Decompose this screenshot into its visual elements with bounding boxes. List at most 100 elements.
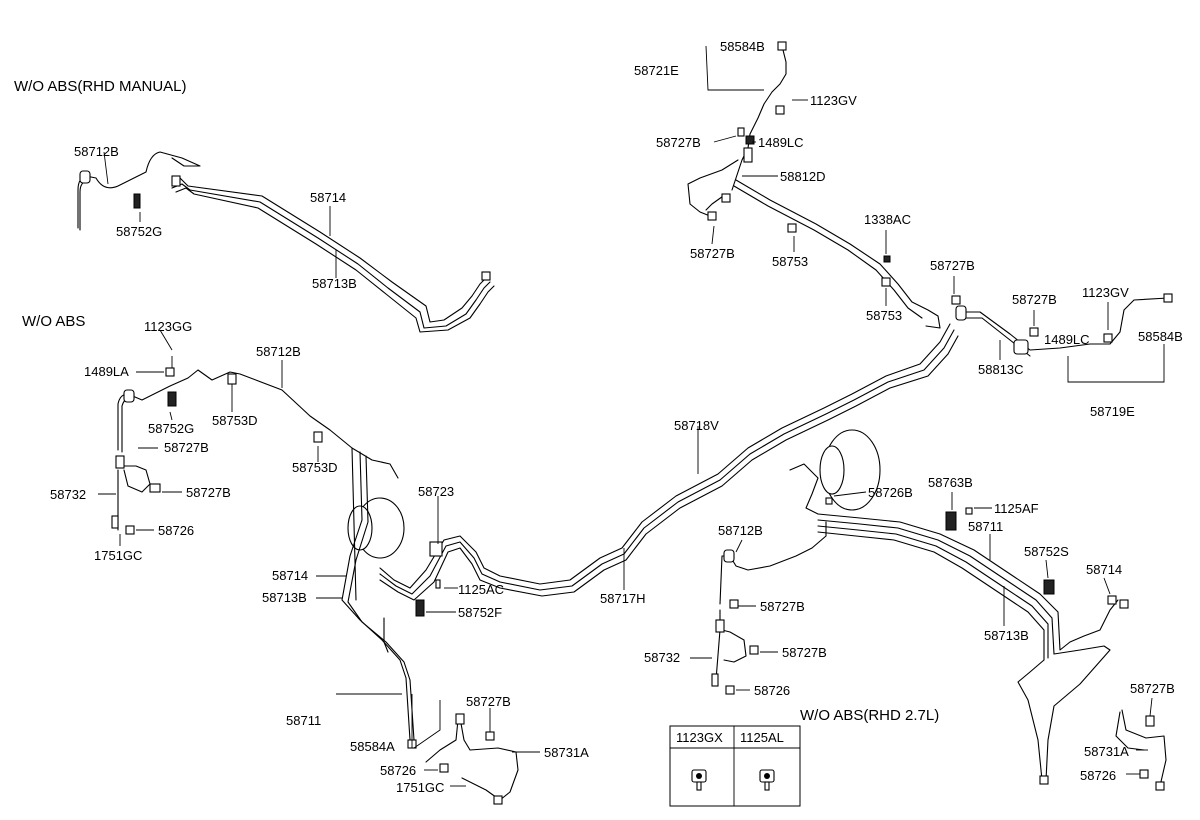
label-1123GG: 1123GG bbox=[144, 319, 192, 334]
clip-58727B bbox=[729, 599, 739, 609]
label-58752G: 58752G bbox=[116, 224, 162, 239]
label-1338AC: 1338AC bbox=[864, 212, 911, 227]
part-labels: 58712B 58752G 58714 58713B 1123GG 1489LA… bbox=[50, 39, 1183, 795]
label-58712B: 58712B bbox=[718, 523, 763, 538]
label-58718V: 58718V bbox=[674, 418, 719, 433]
label-58813C: 58813C bbox=[978, 362, 1024, 377]
label-1123GV: 1123GV bbox=[810, 93, 857, 108]
clip-58753 bbox=[881, 277, 891, 287]
clip-58727B bbox=[737, 127, 745, 137]
fitting bbox=[721, 193, 731, 203]
header-wo-abs: W/O ABS bbox=[22, 313, 85, 330]
bolt-58726 bbox=[439, 763, 449, 773]
label-1489LA: 1489LA bbox=[84, 364, 129, 379]
label-58763B: 58763B bbox=[928, 475, 973, 490]
clip bbox=[485, 731, 495, 741]
label-58584B: 58584B bbox=[720, 39, 765, 54]
label-58731A: 58731A bbox=[1084, 744, 1129, 759]
hose-end bbox=[711, 673, 719, 687]
bolt-58726 bbox=[725, 685, 735, 695]
hose-joint-58813C bbox=[1013, 339, 1029, 355]
bolt-58726 bbox=[125, 525, 135, 535]
label-58752F: 58752F bbox=[458, 605, 502, 620]
label-58727B: 58727B bbox=[186, 485, 231, 500]
label-58727B: 58727B bbox=[690, 246, 735, 261]
joint-58723 bbox=[429, 541, 443, 557]
label-1489LC: 1489LC bbox=[1044, 332, 1090, 347]
label-58726: 58726 bbox=[158, 523, 194, 538]
clip-58752G bbox=[167, 391, 177, 407]
label-58753D: 58753D bbox=[292, 460, 338, 475]
assembly-wo-abs bbox=[98, 323, 959, 805]
label-58723: 58723 bbox=[418, 484, 454, 499]
label-58712B: 58712B bbox=[256, 344, 301, 359]
hose-joint bbox=[955, 305, 967, 321]
fitting bbox=[743, 147, 753, 163]
label-58713B: 58713B bbox=[262, 590, 307, 605]
clip-58763B bbox=[945, 511, 957, 531]
nut-58584B bbox=[777, 41, 787, 51]
clip-58753D bbox=[313, 431, 323, 443]
assembly-rhd-manual bbox=[77, 151, 495, 333]
hose-end bbox=[115, 455, 125, 469]
bolt-icon-1123GX bbox=[691, 769, 707, 791]
label-1751GC: 1751GC bbox=[94, 548, 142, 563]
label-58721E: 58721E bbox=[634, 63, 679, 78]
label-58714: 58714 bbox=[272, 568, 308, 583]
clip-58726B bbox=[825, 497, 833, 505]
clip-58752G bbox=[133, 193, 141, 209]
table-header-1123GX: 1123GX bbox=[676, 730, 723, 745]
label-58713B: 58713B bbox=[312, 276, 357, 291]
hardware-table bbox=[669, 725, 801, 807]
clip-58752F bbox=[415, 599, 425, 617]
clip-58727B bbox=[1029, 327, 1039, 337]
clip-58727B bbox=[707, 211, 717, 221]
clip-58753D bbox=[227, 373, 237, 385]
hose-end bbox=[455, 713, 465, 725]
label-1489LC: 1489LC bbox=[758, 135, 804, 150]
bolt-1125AC bbox=[435, 579, 441, 589]
hose-end bbox=[715, 619, 725, 633]
label-58726B: 58726B bbox=[868, 485, 913, 500]
bolt-1489LA bbox=[165, 367, 175, 377]
clip bbox=[775, 105, 785, 115]
label-58714: 58714 bbox=[1086, 562, 1122, 577]
label-58713B: 58713B bbox=[984, 628, 1029, 643]
label-1751GC: 1751GC bbox=[396, 780, 444, 795]
bolt-icon-1125AL bbox=[759, 769, 775, 791]
label-58727B: 58727B bbox=[1130, 681, 1175, 696]
table-header-1125AL: 1125AL bbox=[740, 730, 784, 745]
hose-joint bbox=[79, 170, 91, 184]
label-58726: 58726 bbox=[380, 763, 416, 778]
label-58727B: 58727B bbox=[782, 645, 827, 660]
label-58753D: 58753D bbox=[212, 413, 258, 428]
assembly-front-right bbox=[687, 41, 1173, 383]
label-58727B: 58727B bbox=[930, 258, 975, 273]
label-58727B: 58727B bbox=[1012, 292, 1057, 307]
label-58726: 58726 bbox=[1080, 768, 1116, 783]
label-58584A: 58584A bbox=[350, 739, 395, 754]
bolt-1125AF bbox=[965, 507, 973, 515]
bolt-58726 bbox=[1139, 769, 1149, 779]
label-58731A: 58731A bbox=[544, 745, 589, 760]
header-rhd-27l: W/O ABS(RHD 2.7L) bbox=[800, 707, 939, 724]
hose-joint bbox=[723, 549, 735, 563]
label-58711: 58711 bbox=[968, 519, 1003, 534]
hose-joint bbox=[123, 389, 135, 403]
label-58753: 58753 bbox=[772, 254, 808, 269]
bolt-1338AC bbox=[883, 255, 891, 263]
clip-58727B bbox=[749, 645, 759, 655]
label-58812D: 58812D bbox=[780, 169, 826, 184]
label-58712B: 58712B bbox=[74, 144, 119, 159]
label-1125AC: 1125AC bbox=[458, 582, 504, 597]
fitting bbox=[171, 175, 181, 187]
label-58732: 58732 bbox=[50, 487, 86, 502]
header-rhd-manual: W/O ABS(RHD MANUAL) bbox=[14, 78, 187, 95]
clip-58727B bbox=[1145, 715, 1155, 727]
bolt-1489LC bbox=[745, 135, 755, 145]
label-58727B: 58727B bbox=[656, 135, 701, 150]
hose-end bbox=[111, 515, 119, 529]
label-58719E: 58719E bbox=[1090, 404, 1135, 419]
